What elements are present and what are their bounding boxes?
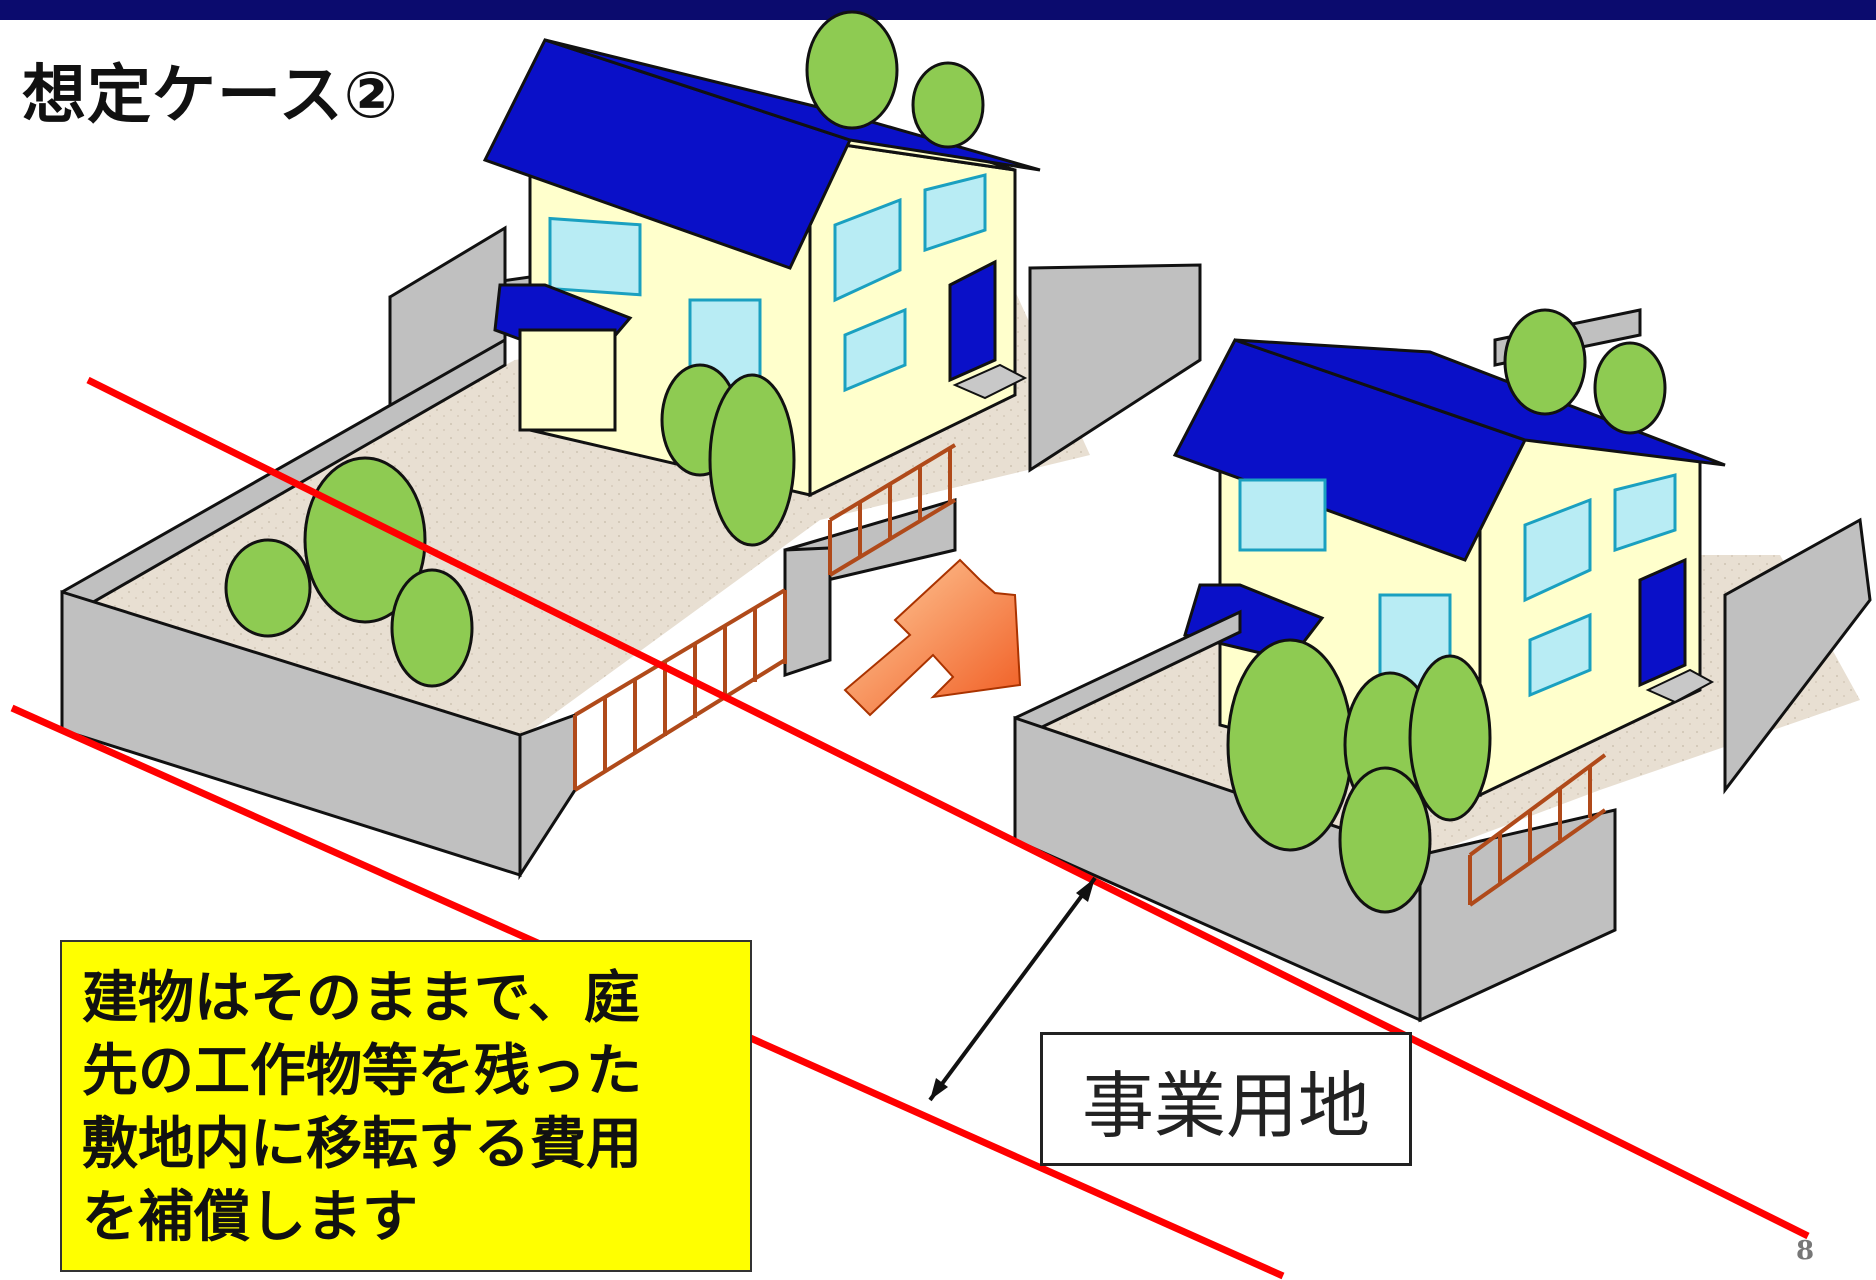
left-porch — [518, 328, 617, 432]
right-window-4 — [1613, 473, 1677, 553]
right-side-wall-right — [1723, 517, 1872, 795]
header-bar — [0, 0, 1876, 20]
left-yard-trees — [224, 363, 796, 688]
left-wooden-fence-1 — [573, 588, 787, 792]
right-house — [1172, 338, 1726, 798]
left-side-wall-right — [1028, 263, 1202, 473]
left-window-3 — [833, 197, 902, 303]
right-window-3 — [1523, 497, 1592, 603]
right-wooden-fence — [1468, 753, 1607, 907]
project-land-label-text: 事業用地 — [1081, 1063, 1370, 1148]
land-width-arrow — [928, 876, 1097, 1102]
right-window-5 — [1528, 612, 1592, 698]
project-land-label: 事業用地 — [1040, 1032, 1412, 1166]
compensation-note: 建物はそのままで、庭 先の工作物等を残った 敷地内に移転する費用 を補償します — [60, 940, 752, 1272]
left-window-4 — [923, 173, 987, 253]
page-number: 8 — [1796, 1236, 1815, 1266]
left-window-5 — [843, 307, 907, 393]
slide-title: 想定ケース② — [22, 59, 399, 133]
boundary-line-upper — [86, 376, 1810, 1240]
right-back-trees — [1503, 308, 1667, 435]
right-window-1 — [1238, 478, 1327, 552]
note-line-1: 建物はそのままで、庭 — [82, 966, 640, 1031]
left-property — [60, 10, 1202, 881]
left-door — [948, 259, 997, 383]
note-line-4: を補償します — [82, 1185, 418, 1250]
note-line-3: 敷地内に移転する費用 — [82, 1112, 642, 1177]
right-door-step — [1645, 668, 1715, 704]
right-door — [1638, 557, 1687, 688]
note-line-2: 先の工作物等を残った — [82, 1039, 642, 1104]
left-door-step — [952, 363, 1028, 400]
relocation-arrow — [843, 558, 1022, 717]
left-front-wall-side — [518, 712, 577, 881]
right-yard-trees — [1226, 638, 1492, 914]
left-house-roof-back — [544, 38, 1041, 172]
left-wooden-fence-2 — [828, 443, 957, 577]
left-back-trees — [805, 10, 985, 149]
left-house — [482, 38, 1041, 498]
right-house-roof-back — [1234, 338, 1726, 467]
left-gate-pillar — [783, 546, 832, 678]
left-window-1 — [548, 216, 642, 297]
right-property — [1013, 308, 1872, 1023]
